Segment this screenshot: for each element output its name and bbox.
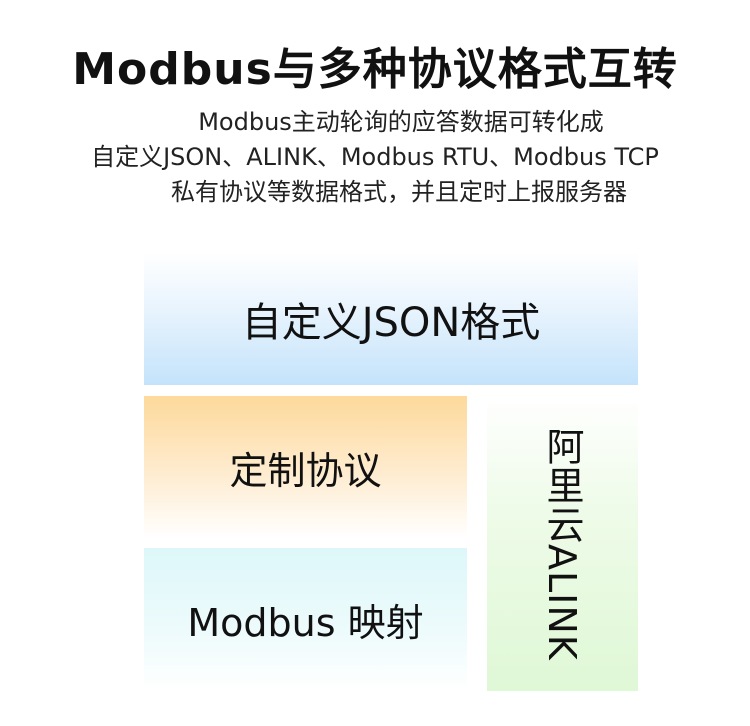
- aliyun-alink-block: 阿里云ALINK: [487, 396, 638, 691]
- description-line-2: 自定义JSON、ALINK、Modbus RTU、Modbus TCP: [91, 143, 659, 171]
- json-format-label: 自定义JSON格式: [241, 299, 541, 346]
- aliyun-alink-label: 阿里云ALINK: [540, 426, 584, 661]
- description-line-1: Modbus主动轮询的应答数据可转化成: [198, 108, 604, 136]
- modbus-mapping-label: Modbus 映射: [187, 601, 424, 645]
- modbus-mapping-block: Modbus 映射: [144, 548, 467, 691]
- custom-protocol-block: 定制协议: [144, 396, 467, 538]
- page-title: Modbus与多种协议格式互转: [72, 44, 678, 95]
- description-line-3: 私有协议等数据格式，并且定时上报服务器: [171, 178, 627, 206]
- custom-protocol-label: 定制协议: [229, 448, 382, 493]
- json-format-block: 自定义JSON格式: [144, 252, 638, 385]
